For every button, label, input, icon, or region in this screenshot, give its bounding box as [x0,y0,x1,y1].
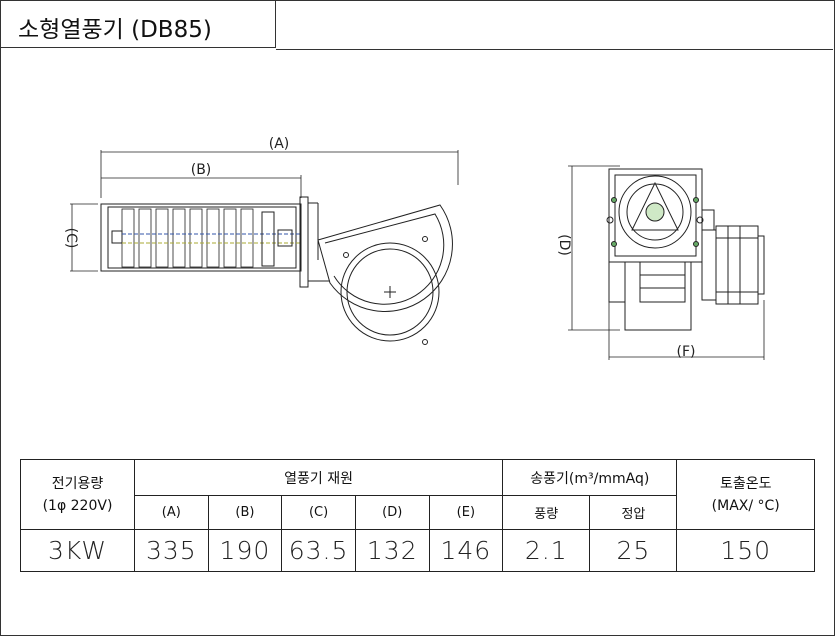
blower-header: 송풍기(m³/mmAq) [502,459,678,496]
dim-b-label: (B) [191,162,212,178]
title-box: 소형열풍기 (DB85) [0,0,276,48]
sub-header-airflow: 풍량 [502,495,591,530]
sub-header-b: (B) [207,495,283,530]
dim-d-label: (D) [556,234,572,256]
value-d: 132 [354,529,430,572]
technical-drawing: (A) (B) (C) [63,136,765,360]
value-b: 190 [207,529,283,572]
dim-c-label: (C) [63,228,79,249]
value-temp: 150 [676,529,815,572]
front-view: (A) (B) (C) [63,136,459,345]
value-e: 146 [428,529,504,572]
side-view: (D) (F) [556,165,765,360]
page-title: 소형열풍기 (DB85) [18,17,212,43]
power-header: 전기용량 (1φ 220V) [19,459,136,530]
sub-header-d: (D) [354,495,430,530]
dim-f-label: (F) [677,344,696,360]
value-c: 63.5 [281,529,356,572]
outlet-temp-header: 토출온도 (MAX/ °C) [676,459,815,530]
value-a: 335 [134,529,209,572]
specs-header: 열풍기 재원 [134,459,504,496]
header-rule [276,49,833,50]
spec-table: 전기용량 (1φ 220V) 열풍기 재원 송풍기(m³/mmAq) 토출온도 … [19,459,815,572]
value-airflow: 2.1 [502,529,591,572]
value-power: 3KW [19,529,136,572]
sub-header-e: (E) [428,495,504,530]
sub-header-c: (C) [281,495,356,530]
dim-a-label: (A) [269,136,290,152]
sub-header-a: (A) [134,495,209,530]
value-pressure: 25 [589,529,678,572]
sub-header-pressure: 정압 [589,495,678,530]
